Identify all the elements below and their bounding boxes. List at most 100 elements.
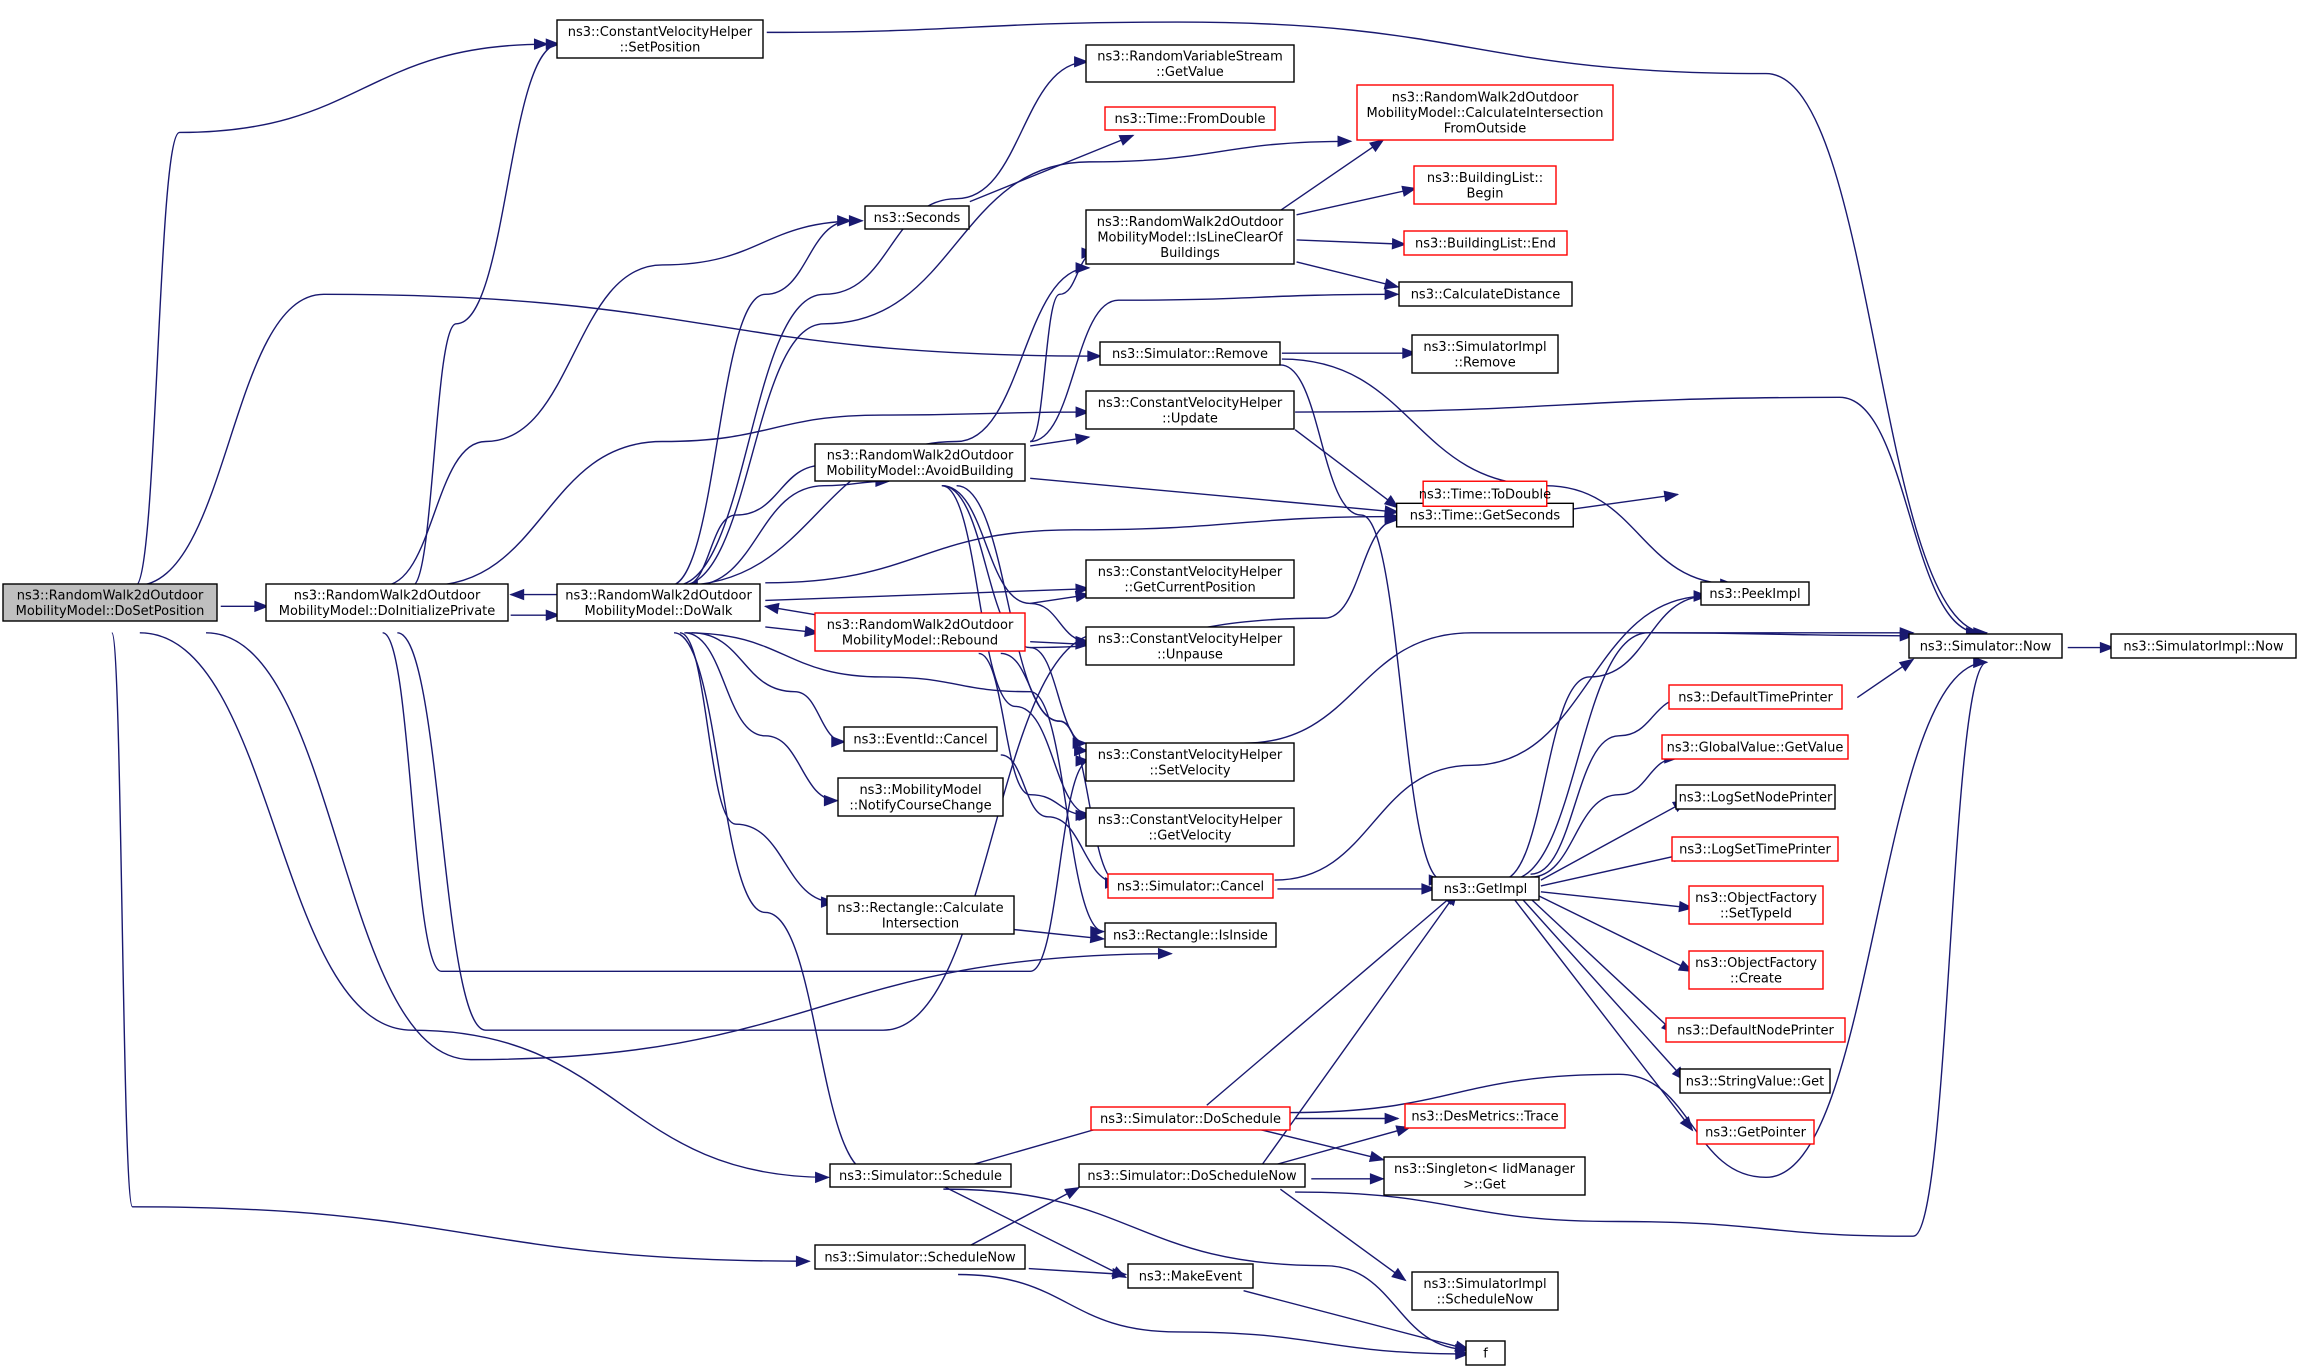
- node-bl_end[interactable]: ns3::BuildingList::End: [1403, 230, 1568, 256]
- node-simcancel-label-0: ns3::Simulator::Cancel: [1117, 880, 1264, 895]
- node-cvh_getvel[interactable]: ns3::ConstantVelocityHelper::GetVelocity: [1085, 807, 1295, 847]
- node-cvh_setvel-label-1: ::SetVelocity: [1149, 763, 1230, 778]
- node-seconds[interactable]: ns3::Seconds: [864, 205, 970, 230]
- node-doinit[interactable]: ns3::RandomWalk2dOutdoorMobilityModel::D…: [265, 583, 509, 622]
- edge-doinit-to-cvh_update: [426, 406, 1091, 587]
- node-simremove[interactable]: ns3::Simulator::Remove: [1099, 341, 1281, 366]
- node-calcinter[interactable]: ns3::RandomWalk2dOutdoorMobilityModel::C…: [1356, 84, 1614, 141]
- node-of_settypeid-box: [1688, 885, 1824, 925]
- node-defnodeprinter[interactable]: ns3::DefaultNodePrinter: [1665, 1017, 1846, 1043]
- node-logsettime-label-0: ns3::LogSetTimePrinter: [1679, 843, 1831, 858]
- edge-doschednow-to-simnow: [1295, 656, 1989, 1237]
- node-simimplnow-box: [2110, 633, 2297, 659]
- node-fromdouble[interactable]: ns3::Time::FromDouble: [1104, 106, 1276, 131]
- edge-dowalk-to-evcancel: [691, 632, 847, 748]
- node-peekimpl-box: [1700, 581, 1810, 606]
- node-logsettime[interactable]: ns3::LogSetTimePrinter: [1671, 836, 1839, 862]
- node-f[interactable]: f: [1465, 1340, 1506, 1366]
- node-cvh_update[interactable]: ns3::ConstantVelocityHelper::Update: [1085, 390, 1295, 430]
- node-logsetnode-box: [1675, 784, 1836, 810]
- node-cvh_setvel-box: [1085, 742, 1295, 782]
- edge-lineclear-to-calcinter: [1279, 139, 1385, 212]
- node-rect_calc[interactable]: ns3::Rectangle::CalculateIntersection: [826, 895, 1015, 935]
- node-notify-box: [837, 777, 1004, 817]
- node-deftimeprinter[interactable]: ns3::DefaultTimePrinter: [1668, 684, 1843, 710]
- node-cvh_unpause-label-1: ::Unpause: [1157, 647, 1223, 662]
- node-destrace[interactable]: ns3::DesMetrics::Trace: [1404, 1103, 1566, 1129]
- node-evcancel[interactable]: ns3::EventId::Cancel: [843, 726, 998, 752]
- edge-avoid-to-getseconds: [1030, 477, 1400, 517]
- node-destrace-label-0: ns3::DesMetrics::Trace: [1411, 1110, 1558, 1125]
- node-simimpl_remove-label-1: ::Remove: [1454, 355, 1516, 370]
- node-dosched[interactable]: ns3::Simulator::DoSchedule: [1090, 1106, 1291, 1131]
- node-cvh_getvel-label-1: ::GetVelocity: [1149, 828, 1232, 843]
- node-todouble[interactable]: ns3::Time::ToDouble: [1419, 480, 1551, 507]
- edge-rebound-to-cvh_setvel: [1000, 652, 1089, 757]
- edge-root-to-schednow: [111, 632, 811, 1267]
- node-logsetnode[interactable]: ns3::LogSetNodePrinter: [1675, 784, 1836, 810]
- node-simnow-box: [1908, 633, 2063, 659]
- edge-getimpl-to-deftimeprinter: [1530, 691, 1688, 875]
- node-bl_begin[interactable]: ns3::BuildingList::Begin: [1413, 165, 1557, 205]
- node-simimpl_remove[interactable]: ns3::SimulatorImpl::Remove: [1411, 334, 1559, 374]
- node-singleton[interactable]: ns3::Singleton< IidManager >::Get: [1383, 1156, 1586, 1196]
- node-simimplnow[interactable]: ns3::SimulatorImpl::Now: [2110, 633, 2297, 659]
- node-schednow[interactable]: ns3::Simulator::ScheduleNow: [814, 1244, 1026, 1270]
- node-cvh_unpause[interactable]: ns3::ConstantVelocityHelper::Unpause: [1085, 626, 1295, 666]
- node-lineclear[interactable]: ns3::RandomWalk2dOutdoorMobilityModel::I…: [1085, 209, 1295, 265]
- node-defnodeprinter-label-0: ns3::DefaultNodePrinter: [1677, 1024, 1834, 1039]
- node-simremove-box: [1099, 341, 1281, 366]
- node-simcancel[interactable]: ns3::Simulator::Cancel: [1107, 873, 1274, 899]
- node-cvh_getcur[interactable]: ns3::ConstantVelocityHelper::GetCurrentP…: [1085, 559, 1295, 599]
- node-rect_calc-label-0: ns3::Rectangle::Calculate: [837, 901, 1003, 916]
- node-sched[interactable]: ns3::Simulator::Schedule: [829, 1163, 1012, 1188]
- node-cvh_setvel[interactable]: ns3::ConstantVelocityHelper::SetVelocity: [1085, 742, 1295, 782]
- node-cvh_unpause-box: [1085, 626, 1295, 666]
- node-rect_calc-box: [826, 895, 1015, 935]
- node-lineclear-box: [1085, 209, 1295, 265]
- node-peekimpl[interactable]: ns3::PeekImpl: [1700, 581, 1810, 606]
- node-makeevent[interactable]: ns3::MakeEvent: [1127, 1263, 1254, 1289]
- node-rebound[interactable]: ns3::RandomWalk2dOutdoorMobilityModel::R…: [814, 612, 1026, 652]
- node-doschednow[interactable]: ns3::Simulator::DoScheduleNow: [1078, 1163, 1306, 1188]
- node-of_settypeid[interactable]: ns3::ObjectFactory::SetTypeId: [1688, 885, 1824, 925]
- node-getseconds[interactable]: ns3::Time::GetSeconds: [1395, 502, 1574, 528]
- node-simimpl_schednow[interactable]: ns3::SimulatorImpl::ScheduleNow: [1411, 1271, 1559, 1311]
- node-calcinter-label-2: FromOutside: [1444, 122, 1526, 137]
- edge-rebound-to-dowalk: [763, 602, 819, 616]
- node-cvh_setpos[interactable]: ns3::ConstantVelocityHelper::SetPosition: [556, 19, 764, 59]
- node-rvs_getval[interactable]: ns3::RandomVariableStream::GetValue: [1085, 44, 1295, 83]
- node-simimpl_schednow-label-1: ::ScheduleNow: [1437, 1292, 1534, 1307]
- node-getimpl[interactable]: ns3::GetImpl: [1431, 876, 1540, 901]
- edge-lineclear-to-bl_begin: [1296, 185, 1418, 216]
- node-notify[interactable]: ns3::MobilityModel::NotifyCourseChange: [837, 777, 1004, 817]
- node-cvh_getvel-label-0: ns3::ConstantVelocityHelper: [1098, 813, 1283, 828]
- node-bl_begin-label-1: Begin: [1466, 186, 1503, 201]
- node-calcdist[interactable]: ns3::CalculateDistance: [1398, 281, 1573, 307]
- node-sched-box: [829, 1163, 1012, 1188]
- node-isinside[interactable]: ns3::Rectangle::IsInside: [1104, 922, 1277, 948]
- node-dowalk[interactable]: ns3::RandomWalk2dOutdoorMobilityModel::D…: [556, 583, 761, 622]
- node-of_create[interactable]: ns3::ObjectFactory::Create: [1688, 950, 1824, 990]
- node-makeevent-label-0: ns3::MakeEvent: [1139, 1270, 1243, 1285]
- edge-dowalk-to-notify: [684, 632, 839, 807]
- edge-doinit-to-cvh_setvel: [382, 632, 1091, 973]
- edge-doinit-to-seconds: [382, 215, 864, 587]
- edge-root-to-isinside: [206, 632, 1173, 1061]
- node-getpointer-label-0: ns3::GetPointer: [1705, 1126, 1806, 1141]
- node-gv_getvalue[interactable]: ns3::GlobalValue::GetValue: [1661, 734, 1849, 760]
- edge-root-to-sched: [139, 632, 830, 1184]
- node-of_settypeid-label-0: ns3::ObjectFactory: [1695, 891, 1817, 906]
- node-isinside-box: [1104, 922, 1277, 948]
- edge-dowalk-to-doinit: [509, 588, 560, 601]
- node-lineclear-label-2: Buildings: [1160, 246, 1220, 261]
- node-stringget[interactable]: ns3::StringValue::Get: [1679, 1068, 1831, 1094]
- node-root[interactable]: ns3::RandomWalk2dOutdoorMobilityModel::D…: [2, 583, 218, 622]
- node-dosched-label-0: ns3::Simulator::DoSchedule: [1100, 1112, 1281, 1127]
- node-schednow-box: [814, 1244, 1026, 1270]
- node-getpointer[interactable]: ns3::GetPointer: [1696, 1119, 1815, 1145]
- node-simnow[interactable]: ns3::Simulator::Now: [1908, 633, 2063, 659]
- node-avoid[interactable]: ns3::RandomWalk2dOutdoorMobilityModel::A…: [814, 443, 1026, 482]
- node-root-label-1: MobilityModel::DoSetPosition: [16, 604, 205, 619]
- node-getimpl-box: [1431, 876, 1540, 901]
